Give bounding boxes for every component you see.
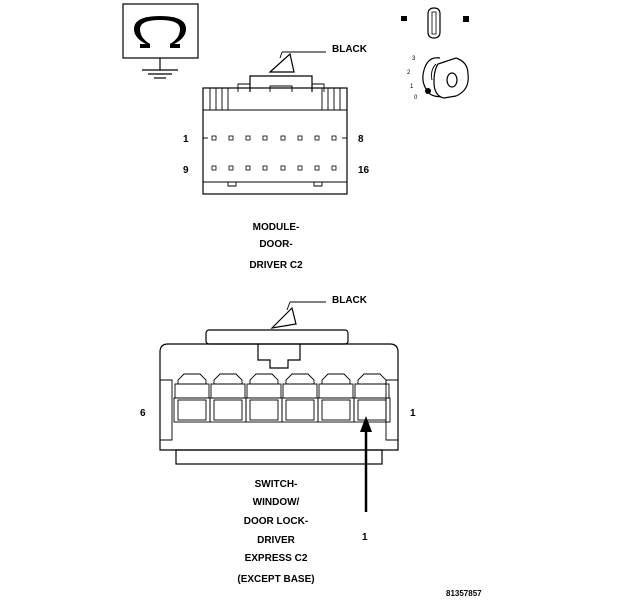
figure-reference: 81357857 — [446, 589, 482, 598]
pin-label-16: 16 — [358, 165, 370, 176]
callout-arrow-icon — [268, 52, 295, 73]
key-position-label: 1 — [410, 84, 414, 90]
callout-arrow-icon — [270, 306, 297, 329]
color-label-top: BLACK — [332, 44, 368, 55]
connector-name-line: DRIVER — [257, 535, 296, 546]
color-label-bottom: BLACK — [332, 295, 368, 306]
connector-name-line: EXPRESS C2 — [245, 553, 308, 564]
connector-name-line: DOOR- — [259, 239, 292, 250]
callout-number: 1 — [362, 532, 368, 543]
pin-label-8: 8 — [358, 134, 364, 145]
pin-label-1: 1 — [183, 134, 189, 145]
callout-arrow-icon — [360, 416, 372, 432]
pin-label-9: 9 — [183, 165, 189, 176]
key-position-label: 2 — [407, 70, 411, 76]
module-door-driver-connector: BLACK — [183, 44, 370, 271]
key-fob-icon — [401, 7, 469, 39]
connector-name-line: DOOR LOCK- — [244, 516, 308, 527]
switch-window-door-lock-connector: BLACK — [140, 295, 416, 585]
ignition-key-icon: 3 2 1 0 — [407, 56, 469, 101]
key-position-label: 0 — [414, 95, 418, 101]
pin-label-6: 6 — [140, 408, 146, 419]
key-position-label: 3 — [412, 56, 416, 62]
connector-name-line: SWITCH- — [255, 479, 298, 490]
pin-label-1: 1 — [410, 408, 416, 419]
connector-name-line: DRIVER C2 — [249, 260, 303, 271]
connector-name-line: (EXCEPT BASE) — [237, 574, 314, 585]
connector-name-line: MODULE- — [253, 222, 300, 233]
ground-symbol-icon — [122, 3, 199, 79]
connector-name-line: WINDOW/ — [253, 497, 300, 508]
